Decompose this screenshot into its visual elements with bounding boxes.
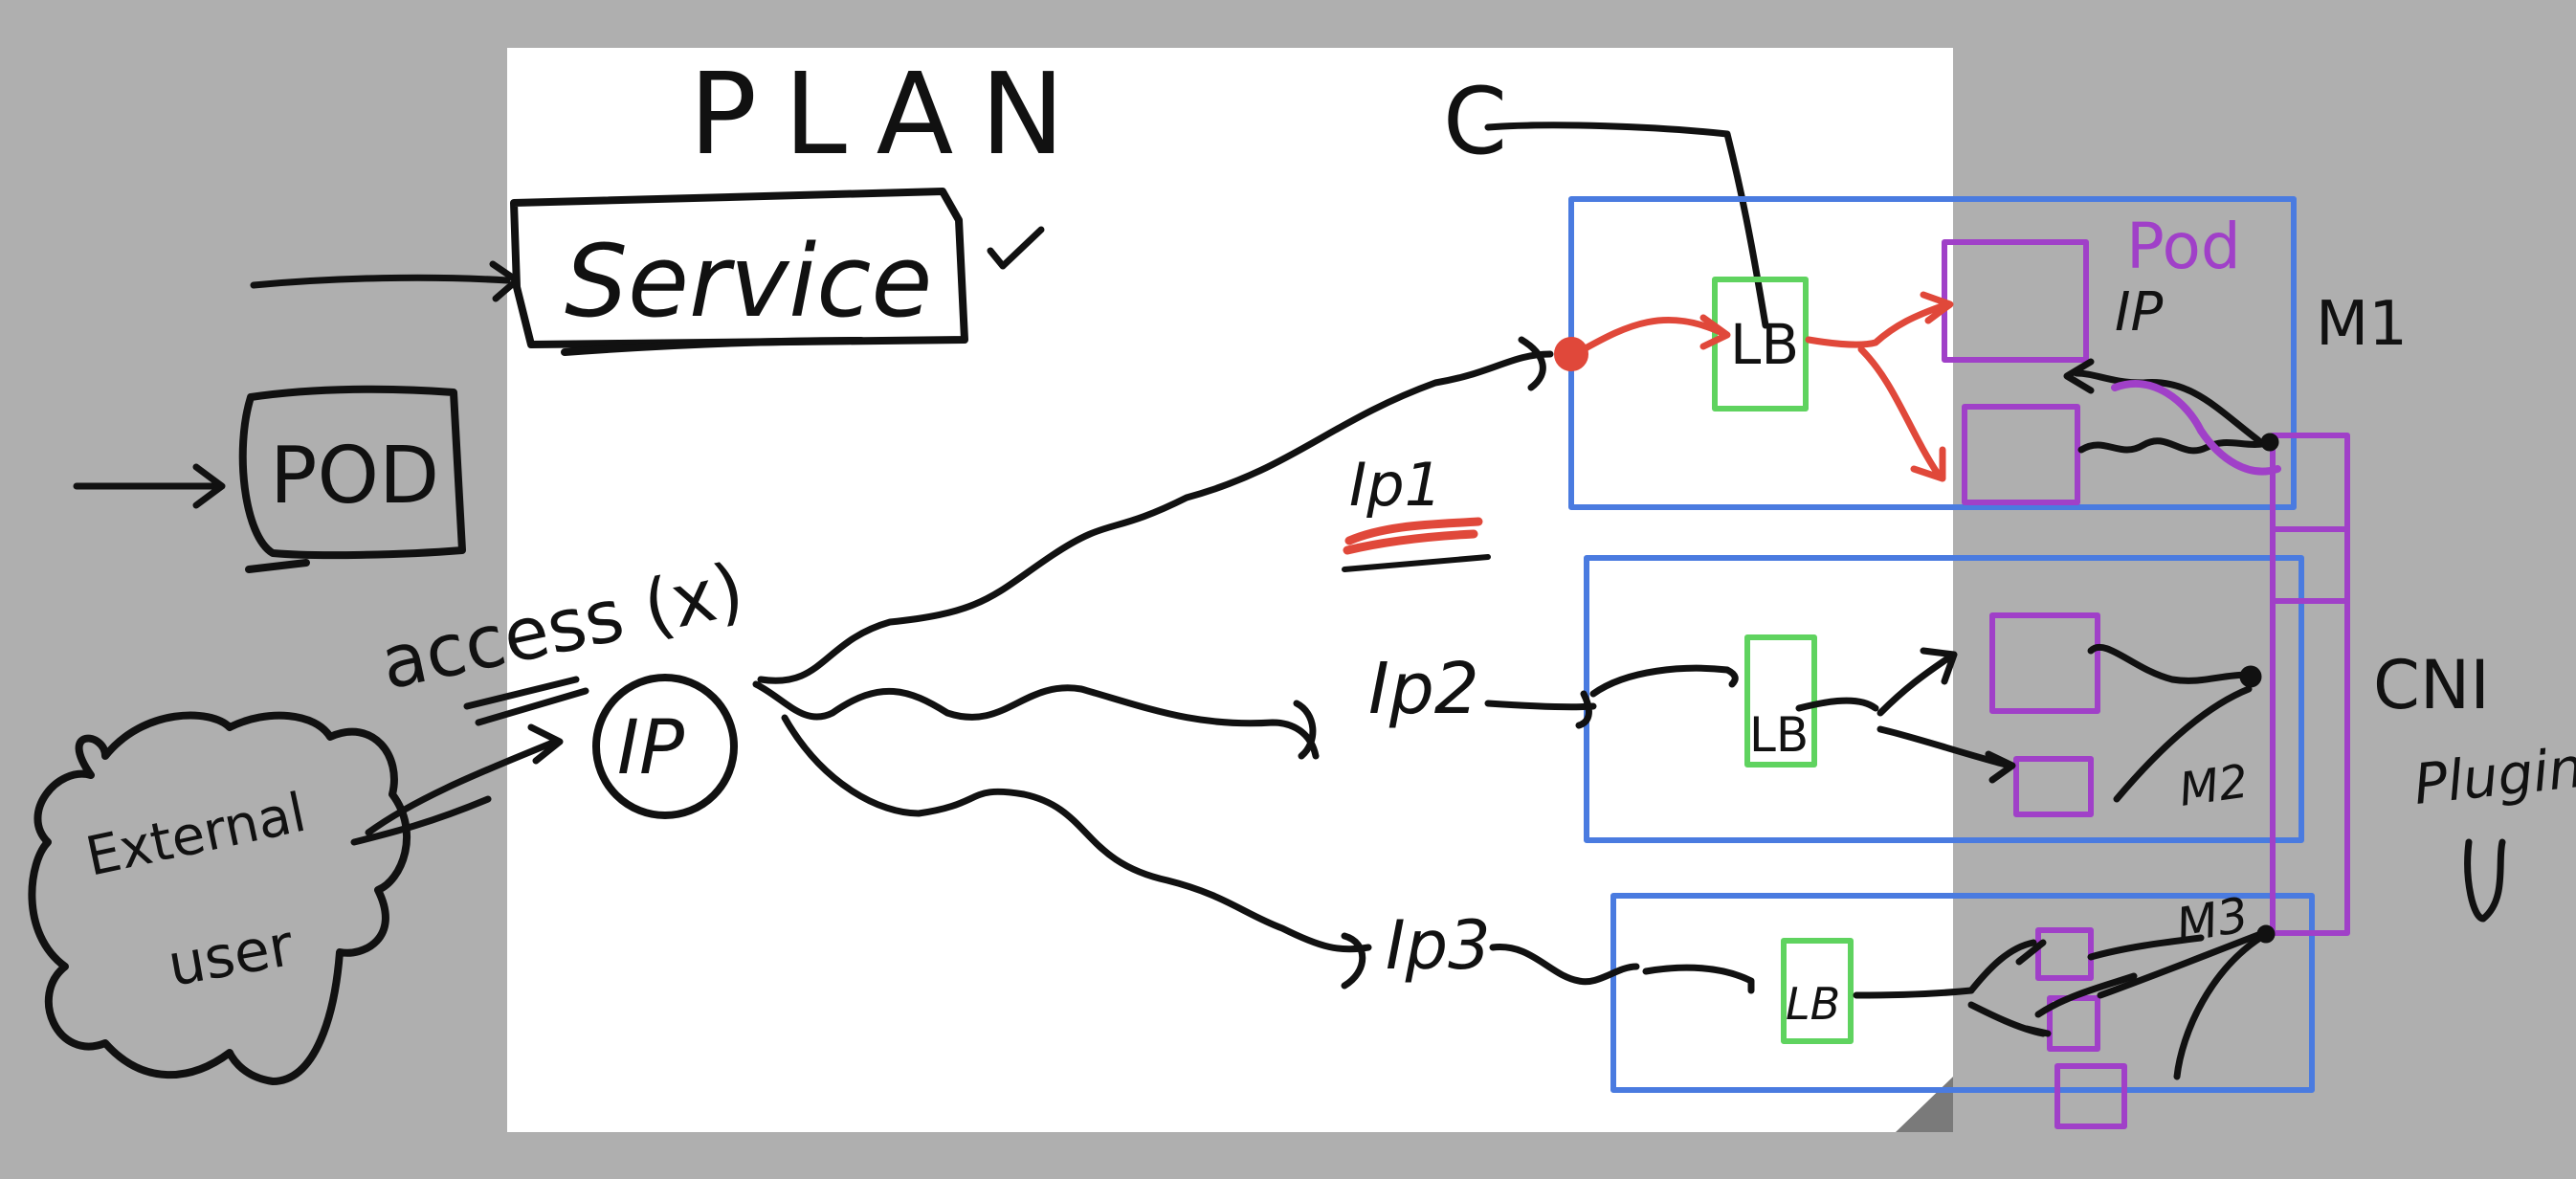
cni-bar-inner — [2270, 526, 2350, 604]
arrow-to-service — [250, 260, 521, 302]
ip2-hook — [1293, 700, 1317, 760]
arrow-to-pod — [73, 463, 226, 509]
lb2-label: LB — [1749, 707, 1809, 763]
node3-m-dot — [2256, 924, 2276, 944]
pod-box-n3-c — [2054, 1063, 2127, 1129]
paper-sheet — [507, 48, 1953, 1132]
pod-box-n2-a — [1989, 612, 2100, 714]
ip1-strike — [1343, 517, 1483, 555]
pod-box-n1-a — [1942, 239, 2089, 363]
node1-purple-scribble — [2111, 380, 2281, 476]
route-to-ip1 — [757, 350, 1554, 684]
ip-tag-label: IP — [2115, 281, 2164, 344]
ip1-label: Ip1 — [1349, 450, 1442, 520]
pod-box — [238, 385, 466, 573]
ip-circle — [592, 674, 738, 819]
pod-box-n3-a — [2035, 927, 2094, 981]
ip-label: IP — [617, 705, 684, 791]
m2-label: M2 — [2176, 754, 2252, 816]
node1-m-dot — [2260, 433, 2279, 452]
plan-title: PLAN — [689, 48, 1092, 180]
m1-label: M1 — [2316, 289, 2408, 360]
pod-tag-label: Pod — [2126, 210, 2241, 283]
node-box-3 — [1610, 893, 2315, 1093]
cni-bar-outer — [2270, 433, 2350, 936]
m3-label: M3 — [2172, 887, 2253, 954]
service-box — [510, 188, 968, 356]
route-ip1-end — [1518, 336, 1546, 391]
node1-ip-arrow — [2063, 358, 2262, 444]
external-user-label-2: user — [163, 912, 298, 1000]
lb1-label: LB — [1730, 312, 1799, 377]
ip3-label: Ip3 — [1386, 906, 1491, 985]
lb3-label: LB — [1786, 978, 1840, 1030]
user-to-ip-arrow — [350, 723, 564, 846]
access-underline — [463, 676, 589, 726]
cni-label: CNI — [2373, 646, 2490, 724]
node2-flow — [1484, 643, 2253, 803]
client-to-lb1 — [1484, 122, 1769, 329]
node2-m-dot — [2239, 665, 2262, 688]
route-to-ip3 — [781, 714, 1372, 953]
node3-flow — [1489, 929, 2272, 1080]
route-ip3-end — [1341, 932, 1366, 990]
traffic-path-red — [1580, 291, 1954, 482]
pod-box-n1-b — [1962, 404, 2080, 505]
node1-squiggle — [2077, 437, 2276, 455]
client-label: C — [1443, 68, 1507, 175]
traffic-entry-dot — [1554, 337, 1588, 371]
pod-box-n2-b — [2013, 756, 2094, 817]
ip1-underline — [1342, 554, 1491, 572]
external-user-label-1: External — [80, 782, 311, 889]
service-checkmark — [987, 226, 1045, 270]
ip2-label: Ip2 — [1368, 648, 1479, 730]
service-label: Service — [565, 223, 932, 340]
plugin-hook — [2464, 838, 2506, 923]
lb-box-2 — [1744, 634, 1817, 767]
lb-box-3 — [1781, 938, 1854, 1044]
plugin-label: Plugin — [2410, 735, 2576, 817]
external-user-cloud — [28, 711, 411, 1085]
pod-label: POD — [270, 431, 439, 522]
route-to-ip2 — [752, 680, 1320, 760]
